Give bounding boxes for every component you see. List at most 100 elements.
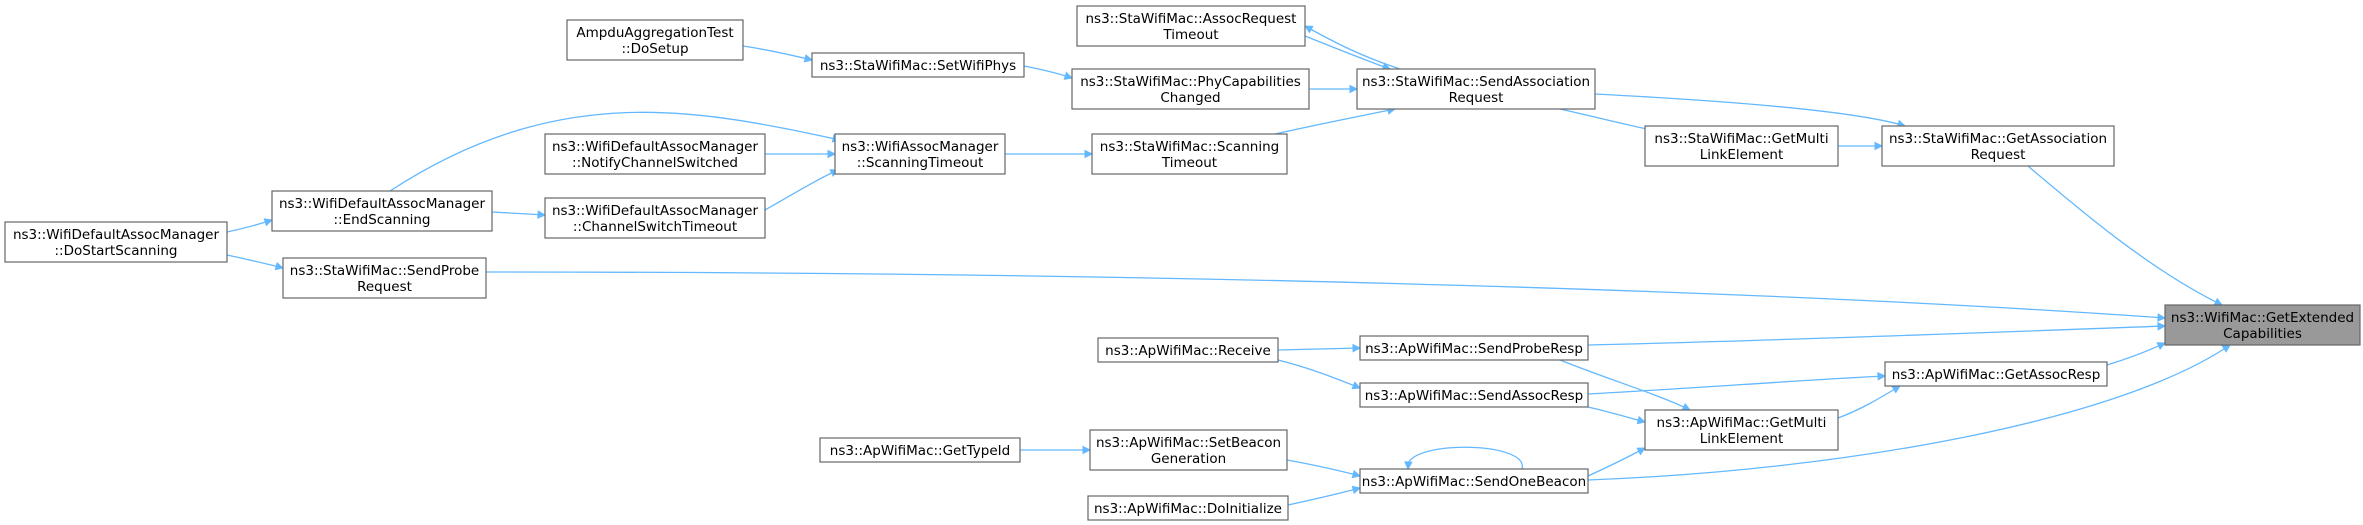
node-ap-do-initialize[interactable]: ns3::ApWifiMac::DoInitialize (1087, 495, 1289, 521)
node-label-line: ns3::ApWifiMac::SendOneBeacon (1362, 474, 1586, 490)
edge-sta-send-assoc-req-to-sta-assoc-req-timeout-arrowhead (1304, 25, 1314, 34)
edge-sta-set-wifi-phys-to-sta-phy-caps-changed-arrowhead (1063, 71, 1074, 80)
node-box (1356, 68, 1596, 110)
edge-ap-get-assoc-resp-to-get-ext-caps-arrowhead (2156, 342, 2167, 351)
node-box (819, 437, 1021, 463)
node-label-line: ns3::StaWifiMac::SendAssociation (1362, 74, 1590, 90)
node-box (1884, 361, 2108, 387)
node-ap-get-type-id[interactable]: ns3::ApWifiMac::GetTypeId (819, 437, 1021, 463)
node-box (834, 133, 1006, 175)
edge-ap-send-assoc-resp-to-ap-get-multi-link (1587, 406, 1646, 423)
node-label-line: ns3::StaWifiMac::PhyCapabilities (1080, 74, 1301, 90)
node-box (544, 197, 766, 239)
node-label-line: ns3::StaWifiMac::AssocRequest (1086, 11, 1297, 27)
node-box (1097, 337, 1279, 363)
node-default-channel-switch-timeout[interactable]: ns3::WifiDefaultAssocManager::ChannelSwi… (544, 197, 766, 239)
node-label-line: ns3::ApWifiMac::GetMulti (1657, 415, 1827, 431)
edge-ap-get-assoc-resp-to-get-ext-caps (2106, 342, 2166, 366)
edge-default-end-scanning-to-assoc-mgr-scanning-timeout (389, 111, 841, 192)
edge-ap-send-assoc-resp-to-ap-get-assoc-resp-arrowhead (1877, 372, 1887, 381)
edge-ap-send-assoc-resp-to-ap-get-assoc-resp (1587, 375, 1886, 395)
node-label-line: ns3::ApWifiMac::DoInitialize (1094, 501, 1282, 517)
edge-sta-assoc-req-timeout-to-sta-send-assoc-req (1304, 35, 1391, 70)
node-label-line: ns3::WifiDefaultAssocManager (552, 203, 759, 219)
node-label-line: ns3::WifiAssocManager (842, 139, 999, 155)
node-label-line: ::ScanningTimeout (857, 155, 984, 171)
edge-ap-send-probe-resp-to-ap-get-multi-link-arrowhead (1681, 402, 1692, 411)
node-label-line: ns3::ApWifiMac::SendProbeResp (1365, 341, 1583, 357)
node-ap-send-one-beacon[interactable]: ns3::ApWifiMac::SendOneBeacon (1359, 468, 1589, 494)
node-label-line: ns3::ApWifiMac::SetBeacon (1096, 435, 1281, 451)
node-default-notify-channel[interactable]: ns3::WifiDefaultAssocManager::NotifyChan… (544, 133, 766, 175)
edge-default-end-scanning-to-default-channel-switch-timeout (491, 211, 546, 216)
node-box (282, 257, 487, 299)
edge-sta-get-assoc-req-to-get-ext-caps-arrowhead (2213, 297, 2224, 306)
edge-default-notify-channel-to-assoc-mgr-scanning-timeout-arrowhead (827, 149, 837, 159)
node-label-line: AmpduAggregationTest (576, 25, 733, 41)
edge-ap-receive-to-ap-send-probe-resp-arrowhead (1352, 343, 1362, 353)
edge-sta-send-probe-req-to-get-ext-caps (485, 271, 2166, 319)
node-box (1087, 495, 1289, 521)
node-label-line: Capabilities (2223, 326, 2302, 342)
node-label-line: ::DoSetup (621, 41, 688, 57)
node-label-line: ns3::ApWifiMac::GetAssocResp (1892, 367, 2101, 383)
edge-default-do-start-scanning-to-sta-send-probe-req (226, 254, 284, 269)
node-box (1089, 429, 1288, 471)
node-default-end-scanning[interactable]: ns3::WifiDefaultAssocManager::EndScannin… (271, 190, 493, 232)
edge-default-do-start-scanning-to-default-end-scanning-arrowhead (263, 218, 274, 227)
node-box (1071, 68, 1310, 110)
edge-ampdu-do-setup-to-sta-set-wifi-phys (742, 45, 813, 61)
node-label-line: Request (1971, 147, 2026, 163)
node-label-line: Generation (1151, 451, 1226, 467)
node-label-line: ns3::WifiDefaultAssocManager (279, 196, 486, 212)
node-label-line: ::ChannelSwitchTimeout (573, 219, 737, 235)
edge-ap-send-probe-resp-to-get-ext-caps (1587, 325, 2166, 346)
edge-sta-send-probe-req-to-get-ext-caps-arrowhead (2157, 313, 2167, 322)
node-ap-send-probe-resp[interactable]: ns3::ApWifiMac::SendProbeResp (1359, 335, 1589, 361)
node-label-line: LinkElement (1700, 431, 1784, 447)
edge-default-end-scanning-to-default-channel-switch-timeout-arrowhead (537, 210, 547, 219)
edge-sta-send-assoc-req-to-sta-assoc-req-timeout (1304, 25, 1401, 70)
edge-ap-send-one-beacon-to-ap-get-multi-link (1587, 447, 1646, 477)
node-ap-receive[interactable]: ns3::ApWifiMac::Receive (1097, 337, 1279, 363)
edge-ap-set-beacon-gen-to-ap-send-one-beacon-arrowhead (1351, 469, 1362, 479)
node-label-line: Timeout (1162, 27, 1218, 43)
node-box (1881, 125, 2115, 167)
node-default-do-start-scanning[interactable]: ns3::WifiDefaultAssocManager::DoStartSca… (4, 221, 228, 263)
node-box (1644, 125, 1839, 167)
node-sta-set-wifi-phys[interactable]: ns3::StaWifiMac::SetWifiPhys (811, 52, 1025, 78)
edge-default-channel-switch-timeout-to-assoc-mgr-scanning-timeout (764, 169, 839, 211)
node-label-line: ns3::StaWifiMac::GetMulti (1654, 131, 1828, 147)
node-sta-scanning-timeout[interactable]: ns3::StaWifiMac::ScanningTimeout (1091, 133, 1288, 175)
edge-ap-do-initialize-to-ap-send-one-beacon (1287, 487, 1361, 506)
node-label-line: ns3::StaWifiMac::Scanning (1100, 139, 1279, 155)
node-label-line: Changed (1160, 90, 1220, 106)
node-label-line: ns3::WifiMac::GetExtended (2171, 310, 2354, 326)
node-assoc-mgr-scanning-timeout[interactable]: ns3::WifiAssocManager::ScanningTimeout (834, 133, 1006, 175)
edge-ap-send-one-beacon-to-get-ext-caps-arrowhead (2221, 344, 2231, 353)
node-ap-get-assoc-resp[interactable]: ns3::ApWifiMac::GetAssocResp (1884, 361, 2108, 387)
node-ap-send-assoc-resp[interactable]: ns3::ApWifiMac::SendAssocResp (1359, 382, 1589, 408)
edge-ap-send-one-beacon-to-ap-send-one-beacon (1407, 446, 1523, 470)
node-ampdu-do-setup[interactable]: AmpduAggregationTest::DoSetup (566, 19, 744, 61)
edge-sta-scanning-timeout-to-sta-send-assoc-req (1274, 108, 1396, 135)
node-label-line: Request (357, 279, 412, 295)
node-label-line: Timeout (1161, 155, 1217, 171)
edge-ap-receive-to-ap-send-assoc-resp (1277, 359, 1361, 389)
edge-assoc-mgr-scanning-timeout-to-sta-scanning-timeout-arrowhead (1084, 149, 1094, 159)
edge-ap-get-multi-link-to-ap-get-assoc-resp (1837, 385, 1901, 419)
node-box (2164, 304, 2361, 346)
edge-ap-receive-to-ap-send-probe-resp (1277, 347, 1361, 351)
node-label-line: ns3::ApWifiMac::Receive (1105, 343, 1271, 359)
edge-ap-send-probe-resp-to-get-ext-caps-arrowhead (2157, 321, 2167, 331)
